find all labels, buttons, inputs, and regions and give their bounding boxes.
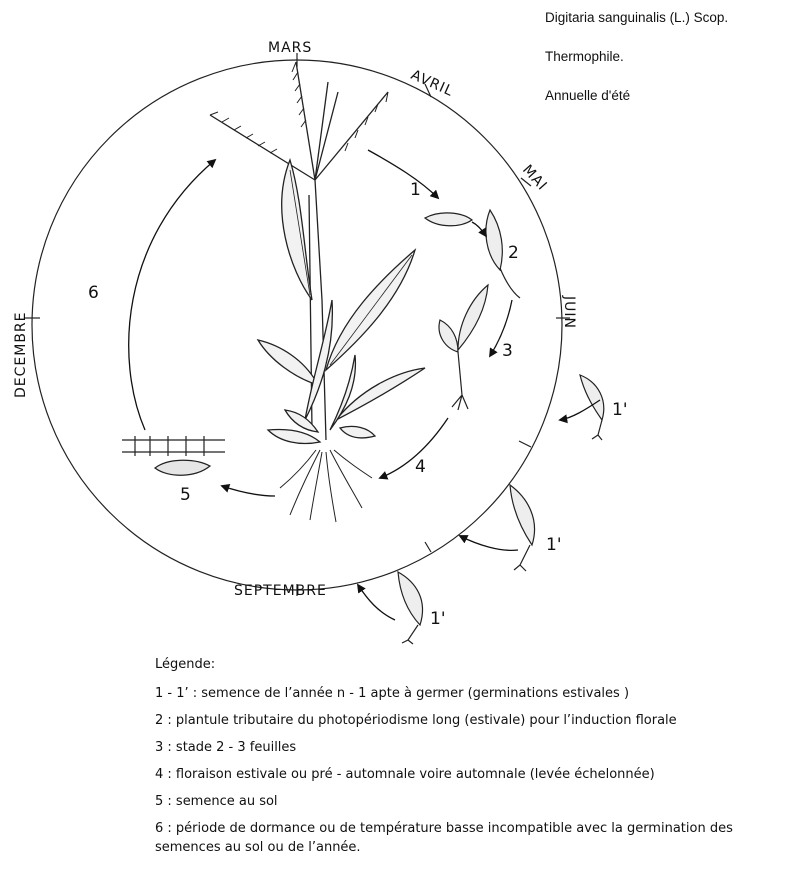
arrow-1p-b [460,536,518,550]
month-mars: MARS [268,40,312,56]
legend-item: 6 : période de dormance ou de températur… [155,819,790,857]
legend-item: 3 : stade 2 - 3 feuilles [155,738,790,757]
seedling-1p-b-illustration [510,485,535,571]
stage-5-label: 5 [180,485,191,505]
legend-item: 1 - 1’ : semence de l’année n - 1 apte à… [155,684,790,703]
arrow-5 [222,486,275,496]
stage-6-label: 6 [88,283,99,303]
arrow-1p-c [358,585,395,620]
legend-item: 2 : plantule tributaire du photopériodis… [155,711,790,730]
month-septembre: SEPTEMBRE [234,583,327,599]
month-juin: JUIN [561,295,577,329]
stage-4-label: 4 [415,457,426,477]
month-decembre: DECEMBRE [13,311,29,398]
seedling-1p-a-illustration [580,375,604,440]
month-ticks [25,53,570,596]
species-name: Digitaria sanguinalis (L.) Scop. [545,10,728,25]
arrow-6 [129,160,215,430]
stage-1p-b-label: 1' [546,535,562,555]
stage-3-label: 3 [502,341,513,361]
seed-illustration [425,213,472,226]
legend-item: 4 : floraison estivale ou pré - automnal… [155,765,790,784]
arrow-seed-to-seedling [472,222,486,236]
stage-1p-c-label: 1' [430,609,446,629]
legend-item: 5 : semence au sol [155,792,790,811]
seedling-stage-3-illustration [439,285,488,410]
legend-title: Légende: [155,655,790,674]
species-cycle: Annuelle d'été [545,88,630,103]
season-circle [32,60,562,590]
arrow-1 [368,150,438,198]
soil-seeds-illustration [122,436,225,475]
species-type: Thermophile. [545,49,624,64]
seedling-1p-c-illustration [398,572,423,644]
cycle-arrows [129,150,600,620]
month-mai: MAI [519,162,550,194]
arrow-4 [380,418,448,478]
stage-1p-a-label: 1' [612,400,628,420]
legend: Légende: 1 - 1’ : semence de l’année n -… [155,655,790,865]
stage-2-label: 2 [508,243,519,263]
stage-1-label: 1 [410,180,421,200]
life-cycle-diagram: MARS AVRIL MAI JUIN SEPTEMBRE DECEMBRE [0,0,796,650]
mature-plant-illustration [210,62,425,522]
month-avril: AVRIL [408,67,456,100]
